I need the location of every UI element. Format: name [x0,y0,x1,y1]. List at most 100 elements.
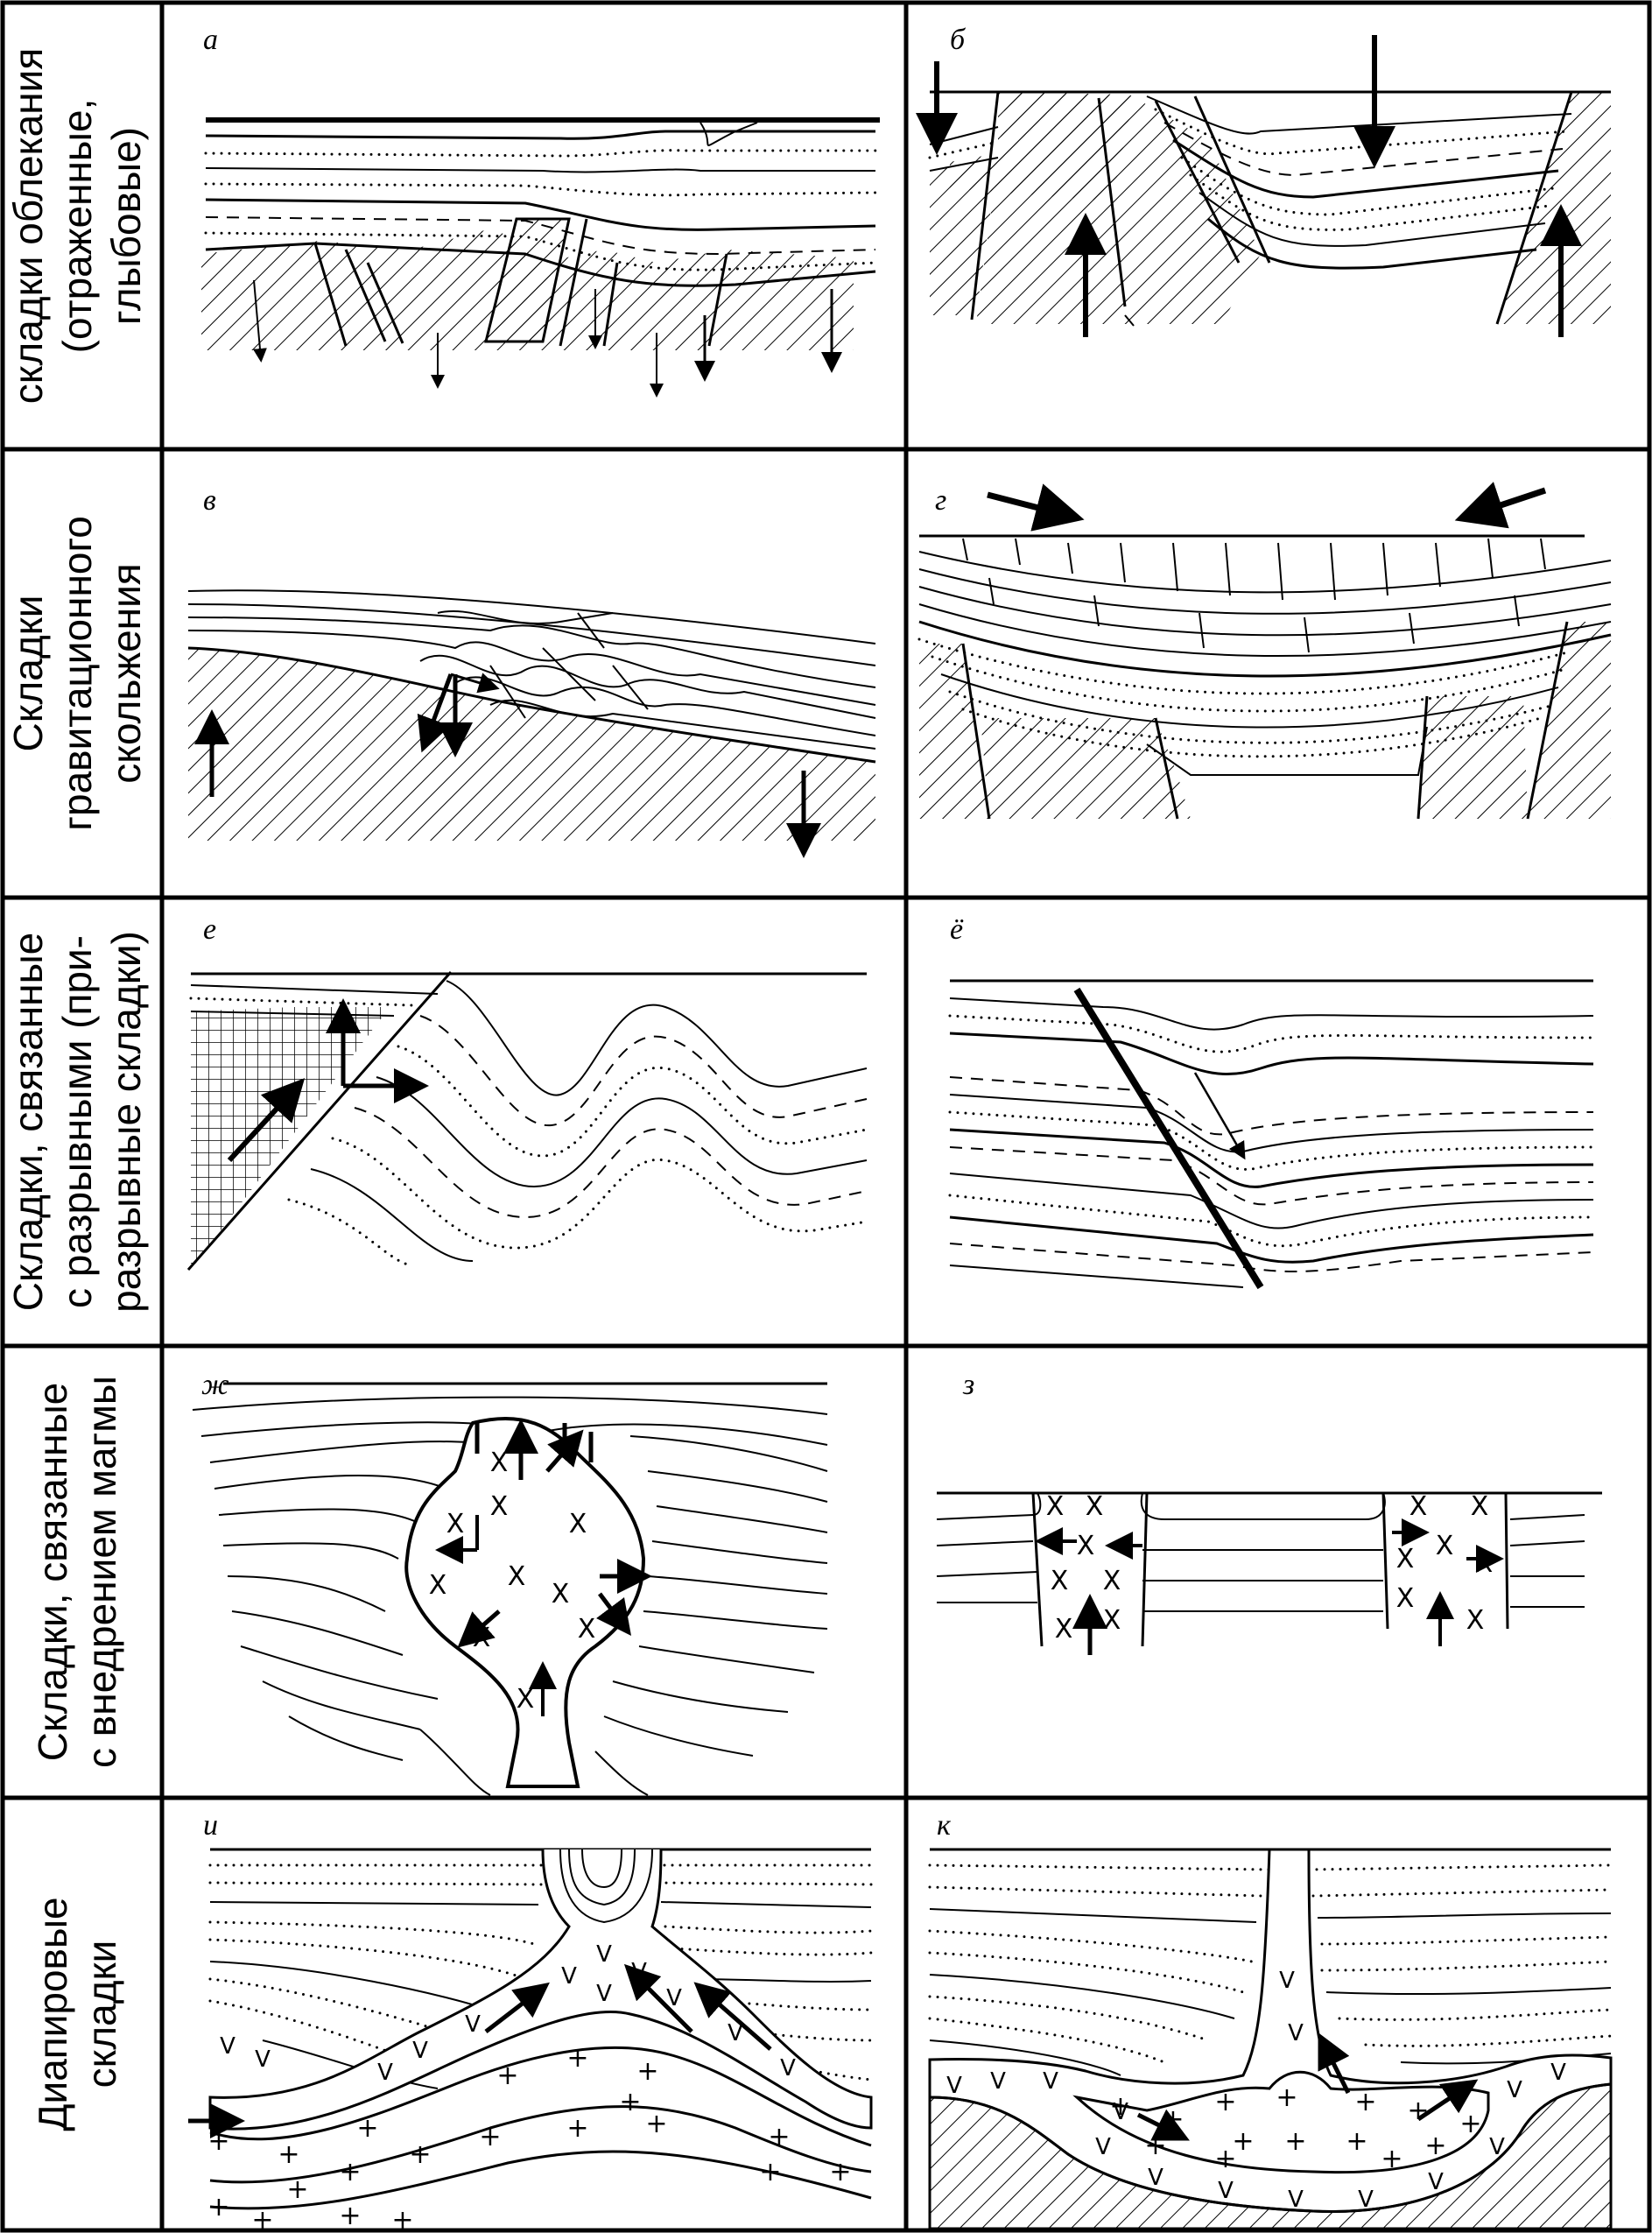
row-label-4: Складки, связанные с внедрением магмы [30,1376,124,1768]
panel-letter-e: е [203,913,216,946]
svg-text:+: + [207,2126,229,2157]
svg-text:Х: Х [1409,1491,1428,1522]
svg-text:+: + [1407,2096,1429,2126]
svg-text:+: + [391,2205,413,2233]
svg-text:+: + [1424,2131,1446,2161]
svg-text:V: V [1279,1968,1295,1994]
svg-text:+: + [1214,2087,1236,2117]
svg-text:Х: Х [490,1491,509,1522]
panel-g-gravity-slide-folds [917,482,1612,820]
svg-text:+: + [1144,2131,1166,2161]
svg-text:+: + [479,2122,501,2152]
svg-text:Х: Х [1396,1583,1415,1614]
svg-text:V: V [1288,2187,1304,2213]
svg-text:Х: Х [1051,1566,1069,1596]
panel-i-diapir-folds: V V V V V V V V V V V V V + + + + + + + … [188,1848,873,2233]
svg-text:V: V [1550,2060,1566,2086]
svg-text:+: + [1276,2082,1297,2113]
panel-letter-yo: ё [950,913,964,946]
svg-text:скольжения: скольжения [103,563,149,783]
panel-e-fault-related-folds [186,971,868,1271]
svg-text:V: V [1043,2068,1058,2095]
svg-text:V: V [1288,2020,1304,2046]
svg-text:V: V [596,1941,612,1968]
svg-text:+: + [278,2139,299,2170]
svg-text:V: V [1148,2165,1163,2191]
panel-a-drape-folds [201,117,880,398]
svg-text:+: + [1346,2126,1367,2157]
svg-text:V: V [1095,2134,1111,2160]
svg-text:Складки, связанные: Складки, связанные [30,1383,75,1761]
svg-text:V: V [1428,2169,1444,2195]
svg-text:+: + [339,2157,361,2187]
svg-text:V: V [561,1963,577,1990]
svg-text:Х: Х [569,1509,587,1539]
svg-text:V: V [220,2033,235,2060]
panel-letter-b: б [950,24,967,56]
svg-text:V: V [1507,2077,1522,2103]
svg-text:Х: Х [508,1561,526,1592]
svg-text:+: + [768,2122,790,2152]
svg-text:Х: Х [1077,1531,1095,1561]
panel-letter-k: к [937,1809,952,1842]
svg-text:Х: Х [1466,1605,1485,1636]
svg-text:с внедрением магмы: с внедрением магмы [79,1376,124,1768]
svg-text:+: + [645,2109,667,2139]
svg-text:Х: Х [1436,1531,1454,1561]
svg-text:V: V [946,2073,962,2099]
svg-text:складки облекания: складки облекания [5,48,51,405]
svg-text:+: + [1284,2126,1306,2157]
panel-letter-a: а [203,24,218,56]
svg-text:+: + [1214,2144,1236,2174]
svg-text:Складки: Складки [5,595,51,752]
svg-text:Х: Х [490,1448,509,1478]
svg-text:V: V [780,2055,796,2082]
svg-text:Диапировые: Диапировые [30,1897,75,2131]
svg-text:Складки, связанные: Складки, связанные [5,933,51,1311]
svg-text:Х: Х [1471,1491,1489,1522]
svg-text:Х: Х [1046,1491,1065,1522]
svg-text:(отраженные,: (отраженные, [54,99,100,354]
svg-text:+: + [496,2060,518,2091]
svg-text:V: V [596,1981,612,2007]
svg-text:+: + [566,2043,588,2074]
svg-text:+: + [339,2201,361,2231]
svg-text:+: + [409,2139,431,2170]
svg-text:V: V [1358,2187,1374,2213]
svg-text:Х: Х [1103,1566,1121,1596]
svg-text:+: + [759,2157,781,2187]
svg-text:+: + [566,2113,588,2144]
panel-k-diapir-folds: V V V V V V V V V V V V V V V + + + + + … [928,1848,1613,2230]
svg-text:V: V [1218,2178,1234,2204]
panel-letter-g: г [935,484,946,517]
svg-text:Х: Х [578,1614,596,1645]
svg-text:с разрывными (при-: с разрывными (при- [54,935,100,1308]
svg-text:+: + [1459,2109,1481,2139]
svg-text:+: + [286,2174,308,2205]
svg-text:Х: Х [446,1509,465,1539]
panel-letter-z: з [962,1369,974,1401]
panel-letter-v: в [203,484,216,517]
panel-z-magma-intrusion-folds: Х Х Х Х Х Х Х Х Х Х Х Х Х Х [936,1491,1602,1655]
row-label-2: Складки гравитационного скольжения [5,516,149,831]
svg-text:V: V [1113,2099,1128,2125]
svg-text:+: + [829,2157,851,2187]
svg-text:V: V [377,2060,393,2086]
svg-text:Х: Х [1055,1614,1073,1645]
svg-text:+: + [356,2113,378,2144]
row-label-3: Складки, связанные с разрывными (при- ра… [5,931,149,1313]
svg-text:Х: Х [429,1570,447,1601]
svg-text:Х: Х [517,1684,535,1715]
svg-text:разрывные складки): разрывные складки) [103,931,149,1313]
svg-text:Х: Х [1475,1548,1494,1579]
svg-text:V: V [465,2011,481,2038]
svg-text:V: V [728,2020,743,2046]
svg-text:V: V [990,2068,1006,2095]
svg-text:глыбовые): глыбовые) [103,127,149,325]
svg-text:V: V [255,2046,271,2073]
row-label-5: Диапировые складки [30,1897,124,2131]
row-label-1: складки облекания (отраженные, глыбовые) [5,48,149,405]
svg-text:гравитационного: гравитационного [54,516,100,831]
